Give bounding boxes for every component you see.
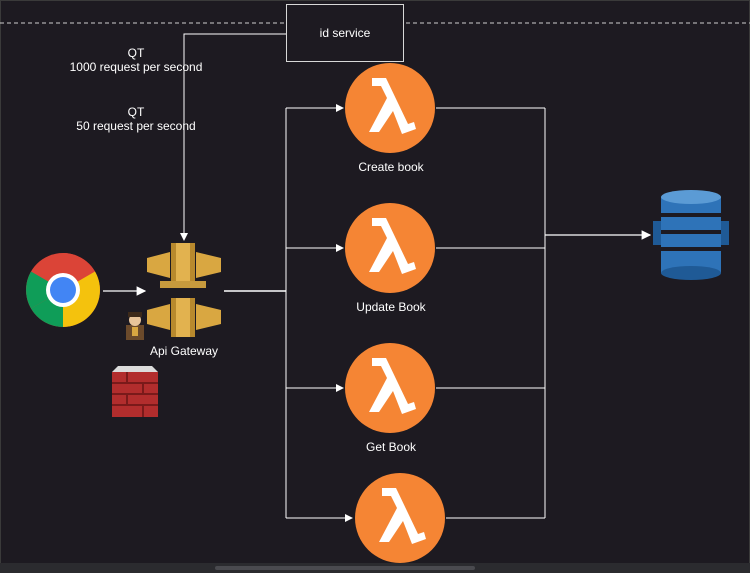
dynamodb-icon [653,190,729,280]
top-quota-line1: QT [127,46,145,60]
top-quota-line2: 1000 request per second [69,60,203,74]
mid-quota-line1: QT [127,105,145,119]
mid-quota-line2: 50 request per second [76,119,196,133]
lambda-icon [345,343,435,433]
lambda-icon [355,473,445,563]
id-service-connector [180,33,286,241]
lambda-get-label: Get Book [365,440,417,454]
api-gateway-icon [147,243,221,337]
lambda-icon [345,63,435,153]
lambda-icon [345,203,435,293]
mid-quota-note: QT 50 request per second [56,105,216,133]
lambda-update-label: Update Book [356,300,426,314]
api-gateway-label: Api Gateway [149,344,219,358]
id-service-label: id service [319,26,371,40]
guard-icon [126,312,144,340]
chrome-icon [26,253,100,327]
scrollbar-thumb[interactable] [215,566,475,570]
firewall-icon [112,366,158,417]
lambda-create-label: Create book [358,160,424,174]
top-quota-note: QT 1000 request per second [56,46,216,74]
id-service-box[interactable]: id service [286,4,404,62]
